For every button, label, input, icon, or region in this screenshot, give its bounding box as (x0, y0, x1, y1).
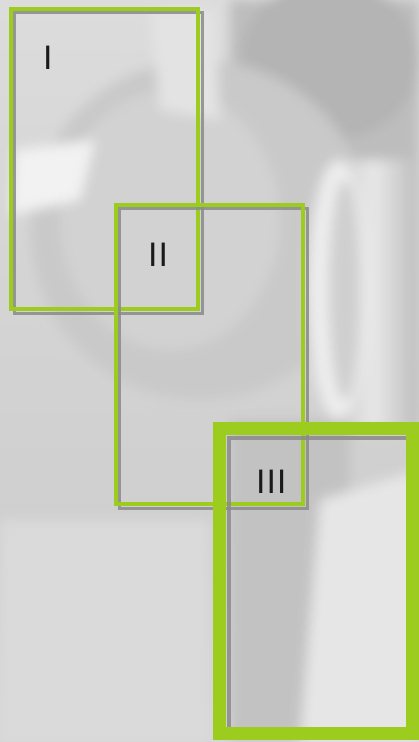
frame-2-label: II (148, 239, 169, 271)
frame-1-label: I (43, 42, 53, 74)
frame-3-border (213, 422, 419, 740)
frame-3-label: III (256, 466, 287, 498)
frame-3[interactable] (213, 422, 419, 740)
